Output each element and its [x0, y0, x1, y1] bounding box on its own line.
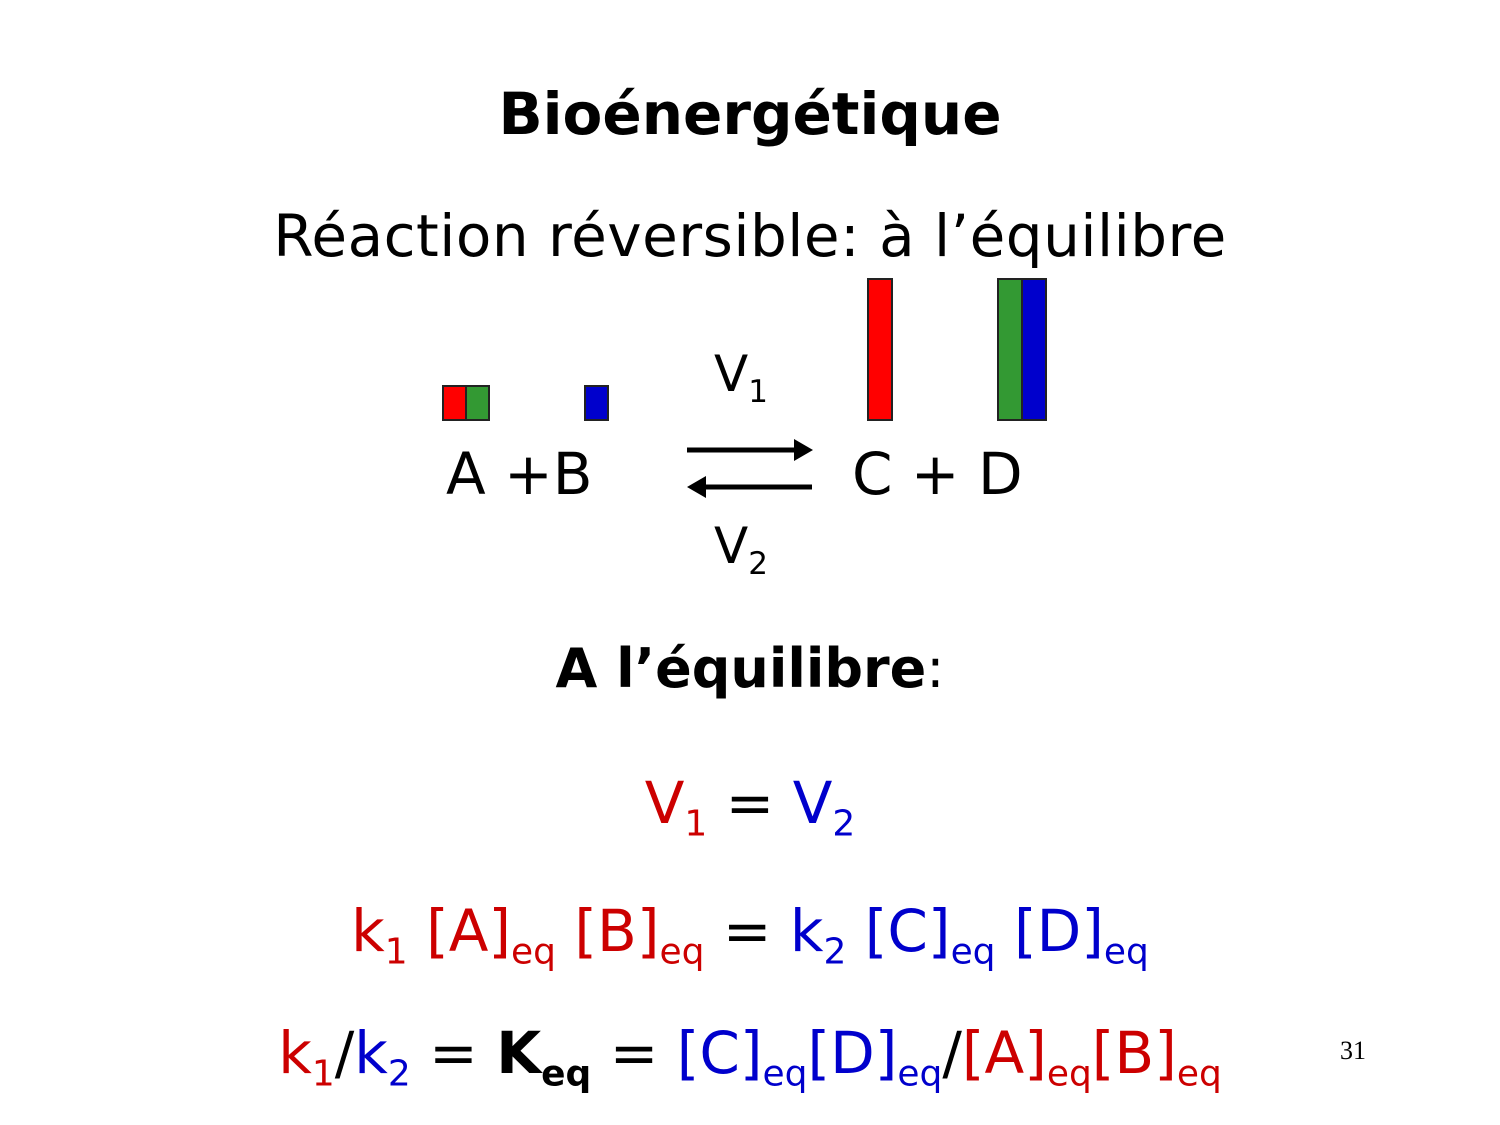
products-concentration: [C]eq[D]eq: [676, 1019, 943, 1095]
equilibrium-arrows-icon: [687, 439, 813, 498]
equation-keq: k1/k2 = Keq = [C]eq[D]eq/[A]eq[B]eq: [278, 1019, 1222, 1095]
equation-rate-law: k1 [A]eq [B]eq = k2 [C]eq [D]eq: [351, 897, 1149, 973]
forward-rate-label: V1: [714, 345, 768, 410]
bar-b-blue: [584, 385, 609, 421]
equilibrium-heading: A l’équilibre:: [555, 637, 945, 700]
reactants-label: A +B: [446, 440, 593, 508]
bar-a-red: [442, 385, 467, 421]
bar-d-blue: [1021, 278, 1047, 421]
page-number: 31: [1340, 1036, 1366, 1065]
forward-rate-expression: k1 [A]eq [B]eq: [351, 897, 705, 973]
bar-a-green: [465, 385, 490, 421]
v1-term: V1: [644, 769, 708, 845]
keq-symbol: Keq: [496, 1019, 592, 1095]
reverse-rate-label: V2: [714, 517, 768, 582]
bar-d-green: [997, 278, 1023, 421]
bar-c-red: [867, 278, 893, 421]
v2-term: V2: [792, 769, 856, 845]
products-label: C + D: [852, 440, 1023, 508]
equation-rates-equal: V1 = V2: [644, 769, 856, 845]
slide-title: Bioénergétique: [498, 80, 1002, 148]
slide-subtitle: Réaction réversible: à l’équilibre: [273, 202, 1227, 270]
reverse-rate-expression: k2 [C]eq [D]eq: [789, 897, 1149, 973]
reactants-concentration: [A]eq[B]eq: [961, 1019, 1222, 1095]
